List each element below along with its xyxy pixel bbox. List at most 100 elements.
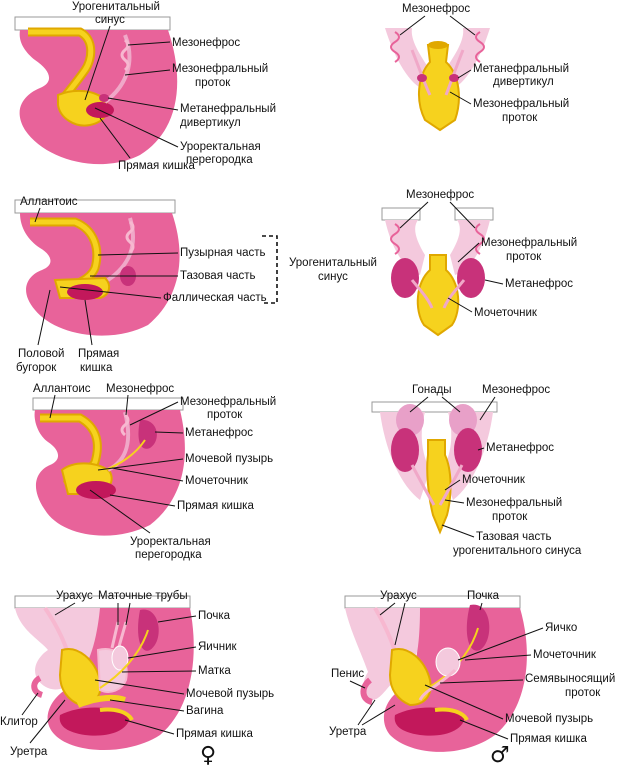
testis xyxy=(435,647,461,677)
left-duct xyxy=(410,464,436,506)
label-mesonephric-duct-1: Мезонефральный xyxy=(473,98,569,110)
right-ureter xyxy=(442,279,466,309)
leader xyxy=(124,719,175,735)
label-urachus: Урахус xyxy=(56,590,93,602)
leader xyxy=(479,396,496,421)
label-urorectal-septum-2: перегородка xyxy=(135,549,202,561)
label-urethra: Уретра xyxy=(10,746,48,758)
label-mesonephric-duct-2: проток xyxy=(195,77,231,89)
label-bladder: Мочевой пузырь xyxy=(186,688,274,700)
label-allantois: Аллантоис xyxy=(33,383,91,395)
label-ureter: Мочеточник xyxy=(474,307,538,319)
sinus-yellow xyxy=(426,439,452,535)
mesonephros-tubules xyxy=(120,38,130,72)
bladder-shape xyxy=(388,648,432,707)
label-mesonephric-duct-1: Мезонефральный xyxy=(481,237,577,249)
leader xyxy=(444,499,465,504)
leader xyxy=(449,15,476,36)
right-diverticulum xyxy=(449,74,459,82)
panel-1-early-cloaca: Урогенитальный синус Мезонефрос Мезонефр… xyxy=(14,1,276,172)
body-pale xyxy=(345,608,424,700)
cut-bar-left xyxy=(381,207,421,221)
label-metanephros: Метанефрос xyxy=(486,442,554,454)
cloaca-yellow xyxy=(418,44,460,132)
label-metanephros: Метанефрос xyxy=(505,278,573,290)
rectum-shape xyxy=(394,707,465,736)
leader xyxy=(449,91,472,105)
label-sinus-2: синус xyxy=(318,271,348,283)
rectum-shape xyxy=(76,481,116,499)
leader xyxy=(84,25,111,101)
leader xyxy=(361,704,396,726)
ureter xyxy=(99,629,149,689)
leader xyxy=(127,41,171,46)
cut-bar-right xyxy=(454,207,494,221)
leader xyxy=(127,646,197,659)
left-mesonephric-ridge xyxy=(385,28,430,90)
label-ureter: Мочеточник xyxy=(185,475,249,487)
right-metanephros xyxy=(454,428,482,472)
clitoris-shape xyxy=(31,675,44,698)
sinus-bracket xyxy=(262,235,278,304)
label-ovary: Яичник xyxy=(198,641,237,653)
leader xyxy=(125,394,129,416)
leader xyxy=(457,242,480,263)
penis-shape xyxy=(360,677,373,705)
rectum-shape xyxy=(67,284,103,300)
label-pelvic-part: Тазовая часть xyxy=(180,270,256,282)
label-pelvic-sinus-2: урогенитального синуса xyxy=(453,545,582,557)
leader xyxy=(357,699,376,726)
leader xyxy=(399,15,426,36)
right-mesonephros-tubules xyxy=(475,31,485,63)
label-kidney: Почка xyxy=(198,610,231,622)
label-bladder: Мочевой пузырь xyxy=(185,453,273,465)
label-rectum-1: Прямая xyxy=(78,348,119,360)
label-urorectal-septum-1: Уроректальная xyxy=(130,536,211,548)
leader xyxy=(409,396,429,413)
label-mesonephros: Мезонефрос xyxy=(172,37,240,49)
sinus-yellow xyxy=(416,254,460,337)
label-urorectal-septum-2: перегородка xyxy=(186,154,253,166)
left-gonad xyxy=(396,404,424,436)
leader xyxy=(129,401,179,426)
mesonephros-tubules xyxy=(120,413,130,437)
leader xyxy=(34,207,41,223)
leader xyxy=(97,252,179,256)
label-metanephric-div-1: Метанефральный xyxy=(473,63,569,75)
label-testis: Яичко xyxy=(545,622,577,634)
label-rectum: Прямая кишка xyxy=(510,733,587,745)
leader xyxy=(59,286,162,299)
leader xyxy=(125,602,131,626)
label-ureter: Мочеточник xyxy=(533,649,597,661)
label-ureter: Мочеточник xyxy=(462,474,526,486)
leader xyxy=(29,699,66,744)
rectum-rim xyxy=(434,707,469,722)
label-urachus: Урахус xyxy=(380,590,417,602)
label-clitoris: Клитор xyxy=(0,716,38,728)
label-metanephric-div-2: дивертикул xyxy=(493,76,554,88)
panel-8-male: Урахус Почка Яичко Мочеточник Семявынося… xyxy=(329,590,615,766)
label-mesonephric-duct-2: проток xyxy=(207,409,243,421)
label-gonads: Гонады xyxy=(412,384,452,396)
label-mesonephric-duct-1: Мезонефральный xyxy=(172,63,268,75)
vagina-shape xyxy=(76,694,126,708)
left-metanephros xyxy=(391,258,419,298)
embryo-body xyxy=(20,213,180,336)
leader xyxy=(459,719,509,740)
leader xyxy=(84,299,93,346)
panel-3-sinus-parts: Аллантоис Пузырная часть Тазовая часть Ф… xyxy=(14,196,377,374)
ovary xyxy=(111,645,129,671)
cut-bar xyxy=(32,397,184,411)
label-penis: Пенис xyxy=(331,668,364,680)
label-mesonephric-duct-2: проток xyxy=(502,112,538,124)
leader xyxy=(457,627,544,661)
label-kidney: Почка xyxy=(467,590,500,602)
seminal-duct xyxy=(418,668,457,701)
label-genital-tubercle-1: Половой xyxy=(18,348,64,360)
label-uterine-tubes: Маточные трубы xyxy=(98,590,188,602)
label-urogenital-sinus-2: синус xyxy=(95,14,125,26)
label-metanephric-div-2: дивертикул xyxy=(180,117,241,129)
label-rectum: Прямая кишка xyxy=(176,728,253,740)
leader xyxy=(49,394,56,419)
leader xyxy=(54,602,76,616)
